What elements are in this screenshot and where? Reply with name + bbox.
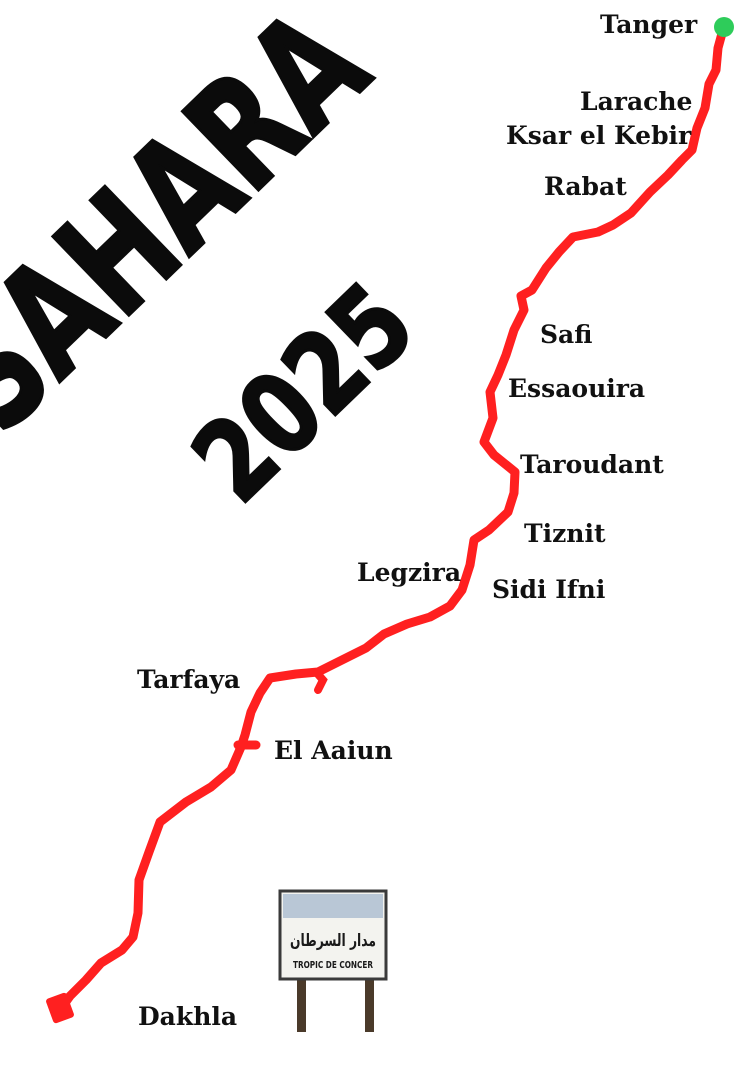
city-label-taroudant: Taroudant — [520, 450, 664, 479]
sign-latin: TROPIC DE CONCER — [293, 960, 373, 971]
city-label-dakhla: Dakhla — [138, 1002, 238, 1031]
end-marker — [46, 992, 74, 1024]
city-label-tiznit: Tiznit — [524, 519, 606, 548]
city-label-el-aaiun: El Aaiun — [274, 736, 393, 765]
sign-top-strip — [283, 894, 383, 918]
city-label-sidi-ifni: Sidi Ifni — [492, 575, 606, 604]
tropic-sign: مدار السرطان TROPIC DE CONCER — [278, 889, 388, 1032]
city-label-legzira: Legzira — [357, 558, 462, 587]
city-label-safi: Safi — [540, 320, 593, 349]
title-year: 2025 — [168, 258, 440, 527]
route-line — [55, 21, 729, 1015]
city-label-tarfaya: Tarfaya — [137, 665, 241, 694]
sign-post-right — [365, 978, 374, 1032]
title-line-2: 2025 — [169, 260, 438, 526]
route-detour — [312, 668, 328, 694]
city-label-ksar-el-kebir: Ksar el Kebir — [506, 121, 692, 150]
sign-post-left — [297, 978, 306, 1032]
sign-arabic: مدار السرطان — [290, 931, 376, 951]
city-label-tanger: Tanger — [600, 10, 698, 39]
city-label-essaouira: Essaouira — [508, 374, 646, 403]
city-label-rabat: Rabat — [544, 172, 627, 201]
start-marker — [714, 17, 734, 37]
city-label-larache: Larache — [580, 87, 693, 116]
